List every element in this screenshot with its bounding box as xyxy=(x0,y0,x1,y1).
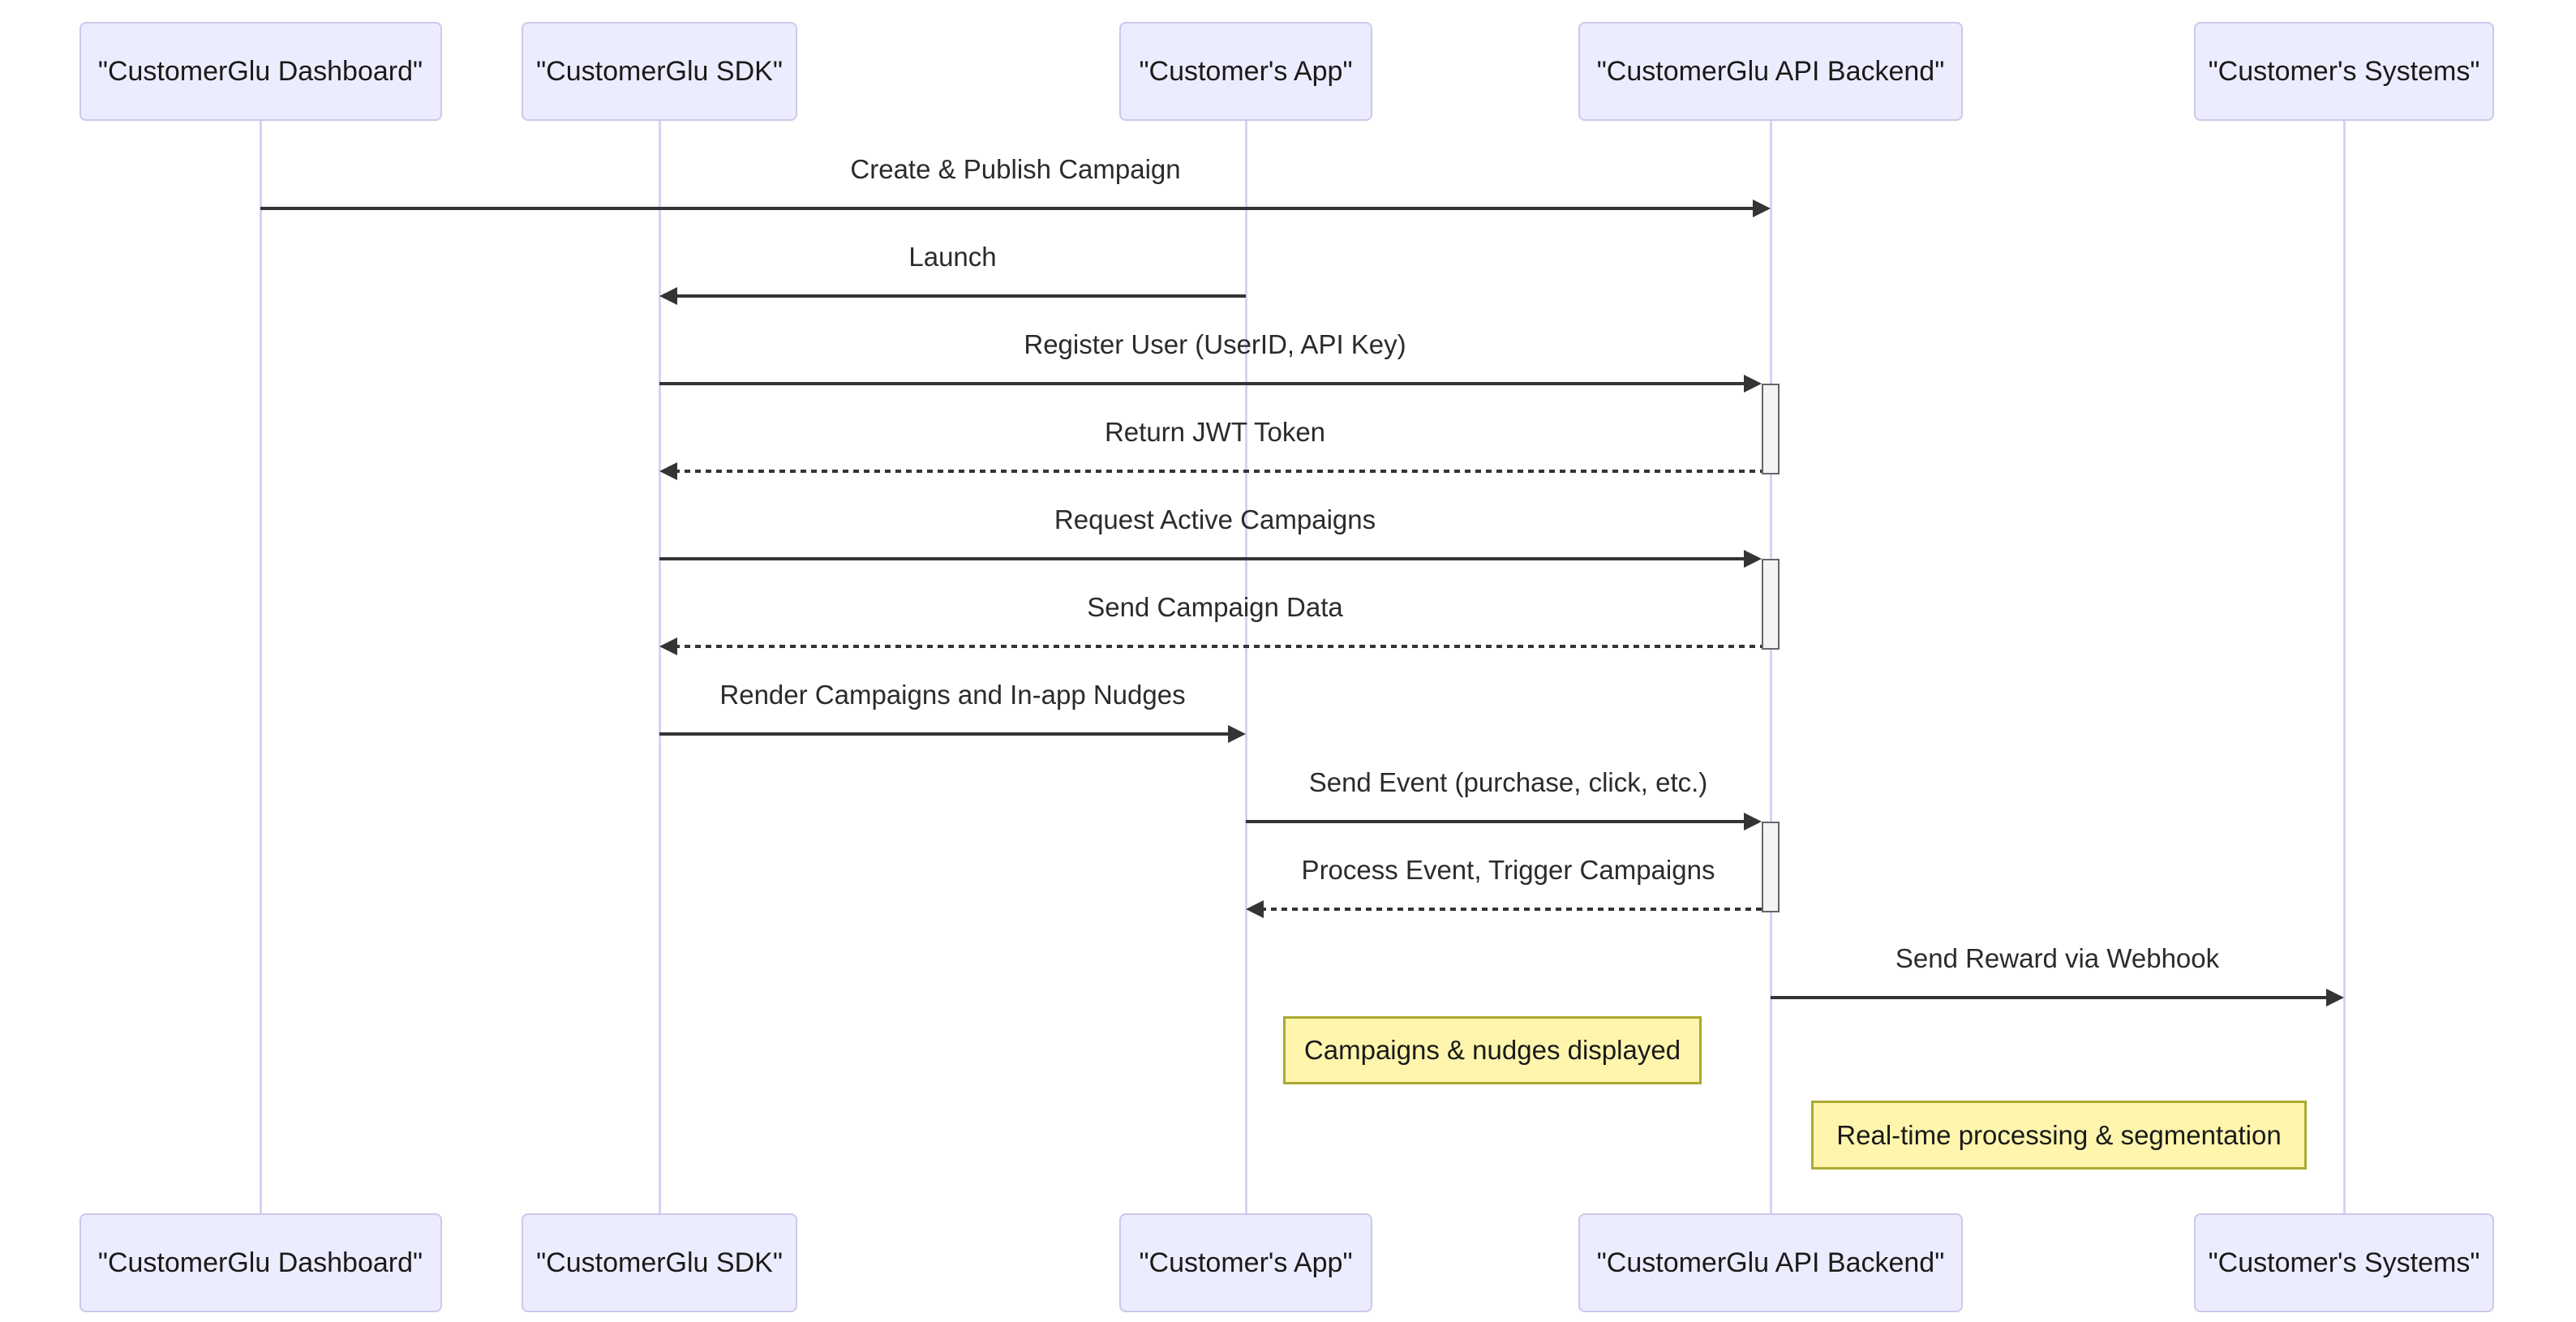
arrowhead xyxy=(659,462,677,480)
message-line xyxy=(1260,908,1762,911)
message-line xyxy=(1246,820,1747,823)
actor-box-app-bottom: "Customer's App" xyxy=(1119,1213,1372,1312)
actor-label: "CustomerGlu API Backend" xyxy=(1596,55,1945,87)
message-line xyxy=(260,207,1756,210)
actor-box-backend-bottom: "CustomerGlu API Backend" xyxy=(1578,1213,1963,1312)
message-line xyxy=(659,557,1747,560)
arrowhead xyxy=(2326,989,2344,1007)
arrowhead xyxy=(1753,200,1771,217)
arrowhead xyxy=(659,637,677,655)
lifeline-sdk xyxy=(658,121,661,1213)
activation-bar-backend xyxy=(1762,822,1780,912)
note: Campaigns & nudges displayed xyxy=(1283,1016,1702,1084)
arrowhead xyxy=(1744,375,1762,393)
arrowhead xyxy=(1228,725,1246,743)
activation-bar-backend xyxy=(1762,559,1780,650)
lifeline-dashboard xyxy=(259,121,262,1213)
actor-label: "CustomerGlu SDK" xyxy=(536,55,783,87)
message-label: Register User (UserID, API Key) xyxy=(1024,329,1406,359)
actor-box-sdk-bottom: "CustomerGlu SDK" xyxy=(522,1213,797,1312)
message-label: Render Campaigns and In-app Nudges xyxy=(719,680,1186,710)
actor-box-dashboard-top: "CustomerGlu Dashboard" xyxy=(79,22,442,121)
actor-box-app-top: "Customer's App" xyxy=(1119,22,1372,121)
actor-label: "CustomerGlu API Backend" xyxy=(1596,1247,1945,1278)
arrowhead xyxy=(659,287,677,305)
arrowhead xyxy=(1246,900,1264,918)
arrowhead xyxy=(1744,813,1762,831)
message-label: Launch xyxy=(908,242,997,272)
message-label: Create & Publish Campaign xyxy=(850,154,1181,184)
message-line xyxy=(674,645,1762,648)
actor-label: "Customer's Systems" xyxy=(2208,55,2480,87)
lifeline-app xyxy=(1244,121,1247,1213)
message-label: Return JWT Token xyxy=(1104,417,1326,447)
lifeline-systems xyxy=(2342,121,2346,1213)
message-line xyxy=(674,294,1246,298)
actor-label: "Customer's App" xyxy=(1139,1247,1353,1278)
message-line xyxy=(659,732,1231,736)
message-label: Send Campaign Data xyxy=(1087,592,1343,622)
actor-label: "Customer's App" xyxy=(1139,55,1353,87)
actor-box-backend-top: "CustomerGlu API Backend" xyxy=(1578,22,1963,121)
actor-box-systems-top: "Customer's Systems" xyxy=(2194,22,2494,121)
actor-box-dashboard-bottom: "CustomerGlu Dashboard" xyxy=(79,1213,442,1312)
actor-label: "CustomerGlu Dashboard" xyxy=(97,1247,423,1278)
actor-label: "CustomerGlu Dashboard" xyxy=(97,55,423,87)
message-label: Send Reward via Webhook xyxy=(1895,943,2220,973)
actor-label: "Customer's Systems" xyxy=(2208,1247,2480,1278)
message-label: Send Event (purchase, click, etc.) xyxy=(1308,767,1708,797)
arrowhead xyxy=(1744,550,1762,568)
message-label: Request Active Campaigns xyxy=(1054,504,1376,534)
message-line xyxy=(1771,996,2329,999)
lifeline-backend xyxy=(1769,121,1772,1213)
actor-label: "CustomerGlu SDK" xyxy=(536,1247,783,1278)
message-label: Process Event, Trigger Campaigns xyxy=(1301,855,1715,885)
actor-box-systems-bottom: "Customer's Systems" xyxy=(2194,1213,2494,1312)
message-line xyxy=(674,470,1762,473)
message-line xyxy=(659,382,1747,385)
note: Real-time processing & segmentation xyxy=(1811,1101,2307,1170)
actor-box-sdk-top: "CustomerGlu SDK" xyxy=(522,22,797,121)
activation-bar-backend xyxy=(1762,384,1780,474)
